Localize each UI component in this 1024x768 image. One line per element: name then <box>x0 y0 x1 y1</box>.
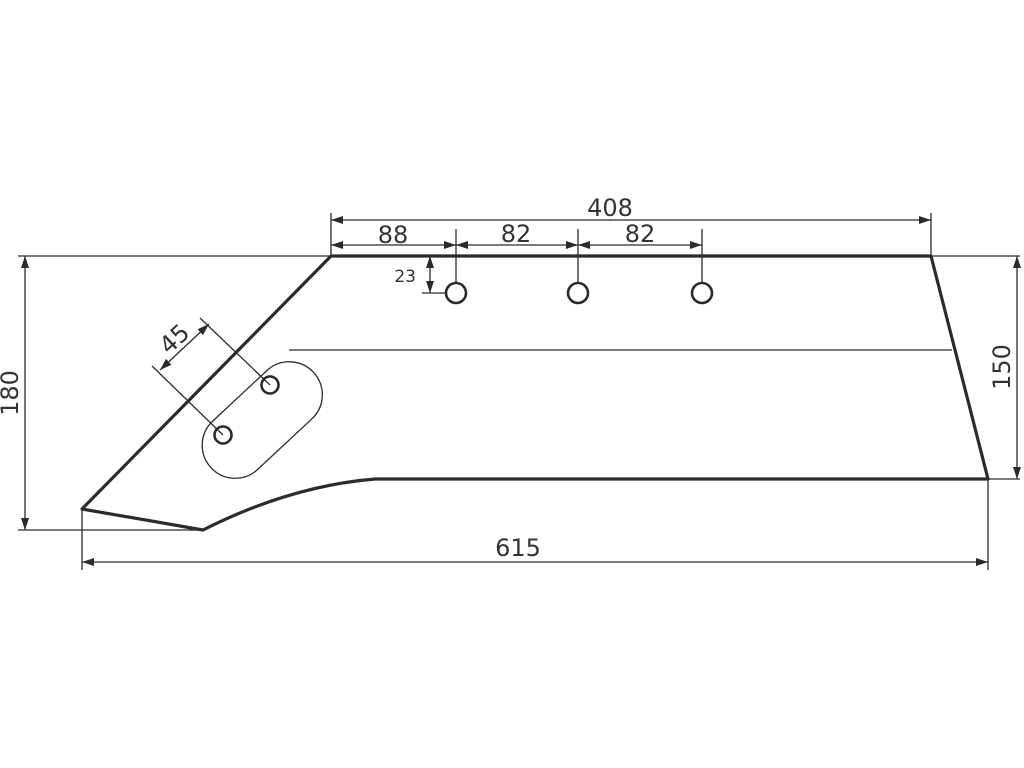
dim-label-615: 615 <box>495 534 541 562</box>
dim-label-408: 408 <box>587 194 633 222</box>
bevel-line <box>81 255 332 510</box>
share-part <box>80 254 990 532</box>
ext-line-slot-upper <box>199 317 271 386</box>
dim-label-23: 23 <box>394 267 416 287</box>
ext-line-slot-lower <box>151 365 224 436</box>
bolt-hole-1 <box>444 281 468 305</box>
bolt-hole-2 <box>566 281 590 305</box>
dim-label-82b: 82 <box>625 220 656 248</box>
dim-label-45: 45 <box>154 318 195 359</box>
share-outline <box>80 254 990 532</box>
bolt-hole-3 <box>690 281 714 305</box>
dimension-labels: 615 408 88 82 82 23 180 150 45 <box>0 194 1016 562</box>
dim-label-150: 150 <box>988 344 1016 390</box>
extension-lines <box>18 213 1020 570</box>
bolt-slot <box>201 361 323 479</box>
dim-label-82a: 82 <box>501 220 532 248</box>
dim-line-45 <box>159 323 210 371</box>
dim-label-180: 180 <box>0 370 24 416</box>
dim-label-88: 88 <box>378 221 409 249</box>
dimension-lines <box>21 216 1021 566</box>
